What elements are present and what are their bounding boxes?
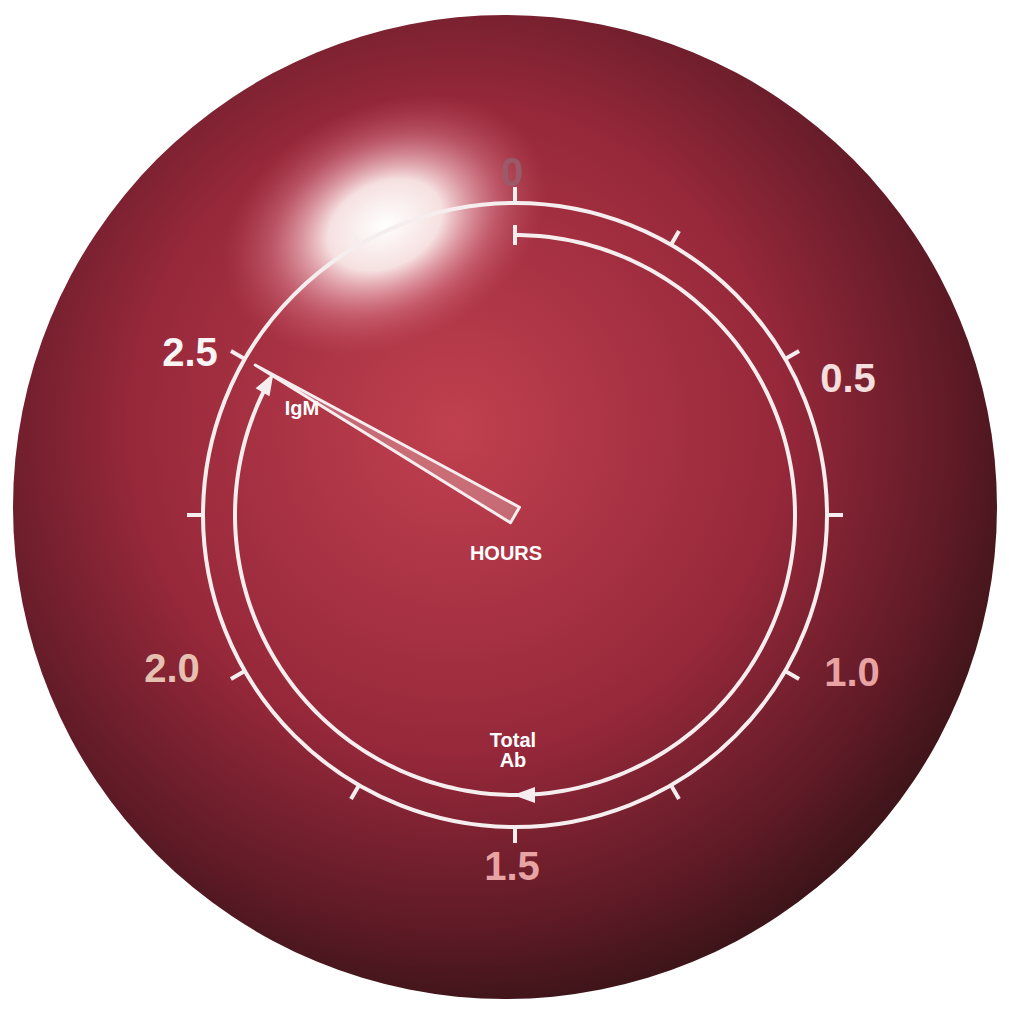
arc-arrowhead [513,787,535,803]
dial-scale [187,187,843,843]
arc-start-tick [513,225,517,245]
scale-tick [671,785,679,799]
scale-tick [351,785,359,799]
hour-number: 2.0 [144,648,200,688]
hour-number: 0.5 [820,358,876,398]
hour-number: 2.5 [162,332,218,372]
series-label: Total Ab [483,730,543,770]
sphere [13,15,997,999]
hour-number: 1.5 [484,846,540,886]
arc-arrowhead [256,373,274,396]
scale-tick [827,513,843,517]
scale-tick [231,351,245,359]
scale-tick [187,513,203,517]
scale-tick [785,671,799,679]
hour-number: 1.0 [824,652,880,692]
scale-tick [513,827,517,843]
axis-unit-label: HOURS [470,543,542,563]
clock-needle [255,365,519,523]
scale-tick [231,671,245,679]
hour-number: 0 [501,152,523,192]
scale-tick [785,351,799,359]
scale-tick [671,231,679,245]
scale-tick [351,231,359,245]
outer-scale-circle [203,203,827,827]
antibody-arc [235,235,795,795]
highlight-glow [180,44,590,405]
series-label: IgM [285,398,319,418]
